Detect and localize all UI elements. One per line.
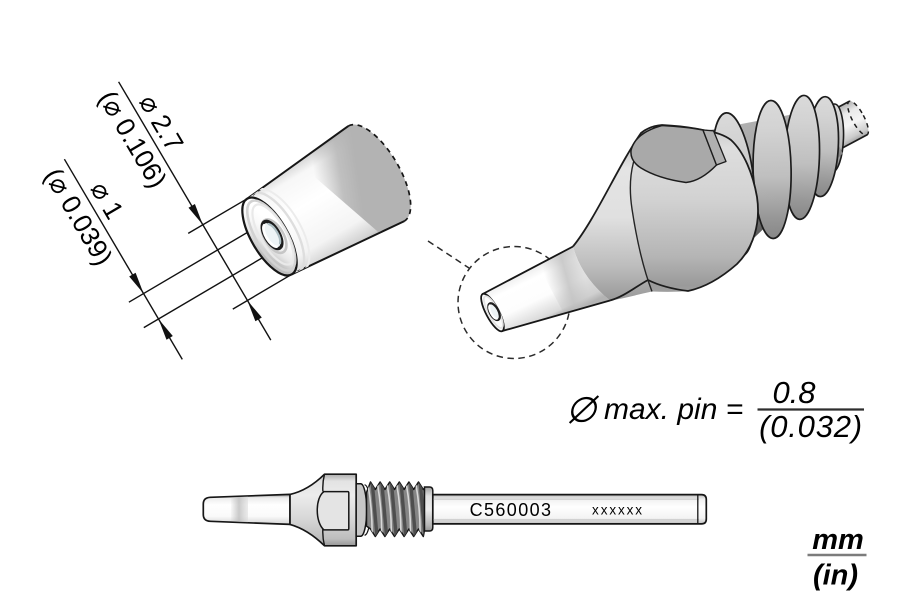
side-shaft — [431, 493, 708, 525]
marking-placeholder: xxxxxx — [592, 503, 644, 518]
body-facet — [630, 124, 718, 184]
drawing-shape — [267, 222, 282, 245]
drawing-shape — [380, 482, 389, 537]
nozzle-3d-part — [480, 94, 870, 333]
drawing-shape — [538, 246, 610, 314]
arrowhead — [129, 272, 144, 294]
drawing-shape — [408, 482, 418, 537]
ext-line-bore-bottom — [143, 248, 278, 329]
drawing-shape — [370, 482, 379, 537]
max-pin-label: max. pin = — [604, 393, 743, 426]
diameter-symbol — [568, 395, 600, 424]
units-legend: mm (in) — [807, 524, 867, 592]
drawing-ellipse — [251, 203, 295, 266]
detail-cut-edge — [347, 123, 412, 222]
side-facet — [316, 490, 350, 531]
drawing-shape — [482, 245, 611, 332]
max-pin-value-mm: 0.8 — [772, 375, 816, 410]
max-pin-annotation: max. pin = 0.8 (0.032) — [568, 375, 864, 444]
detail-tip — [241, 123, 412, 277]
arrowhead — [158, 319, 173, 340]
drawing-shape — [322, 474, 326, 546]
drawing-shape — [572, 124, 759, 302]
drawing-shape — [418, 482, 425, 537]
drawing-shape — [386, 483, 393, 535]
nozzle-3d-view — [427, 94, 870, 360]
drawing-shape — [246, 125, 405, 276]
end-break-ellipse — [846, 100, 870, 136]
detail-leader-line — [427, 240, 470, 269]
tip-3d-face — [480, 292, 505, 333]
body-facet-2 — [702, 129, 727, 166]
drawing-shape — [297, 124, 411, 233]
ext-line-bore-top — [128, 223, 263, 303]
drawing-shape — [395, 483, 402, 535]
side-neck — [355, 482, 368, 538]
part-number: C560003 — [470, 500, 553, 520]
side-collar — [423, 486, 434, 532]
drawing-shape — [367, 483, 373, 535]
arrowhead — [247, 300, 262, 322]
ext-line-outer-top — [187, 198, 248, 235]
unit-metric: mm — [812, 524, 864, 556]
max-pin-value-in: (0.032) — [759, 409, 863, 444]
thread-shading — [367, 482, 425, 537]
drawing-shape — [262, 223, 279, 248]
drawing-shape — [488, 304, 498, 320]
drawing-circle — [571, 396, 597, 423]
drawing-shape — [389, 482, 398, 537]
side-view: C560003 xxxxxx — [202, 473, 708, 547]
arrowhead — [188, 204, 203, 225]
drawing-shape — [405, 483, 412, 535]
drawing-shape — [415, 483, 421, 535]
detail-view: ⌀ 2.7(⌀ 0.106) ⌀ 1(⌀ 0.039) — [38, 81, 412, 360]
ext-line-outer-bottom — [232, 273, 293, 310]
drawing-shape — [399, 482, 408, 537]
drawing-shape — [376, 483, 383, 535]
drawing-line — [568, 395, 600, 424]
unit-imperial: (in) — [813, 560, 858, 592]
cone-3d — [573, 127, 655, 301]
drawing-shape — [231, 496, 248, 523]
